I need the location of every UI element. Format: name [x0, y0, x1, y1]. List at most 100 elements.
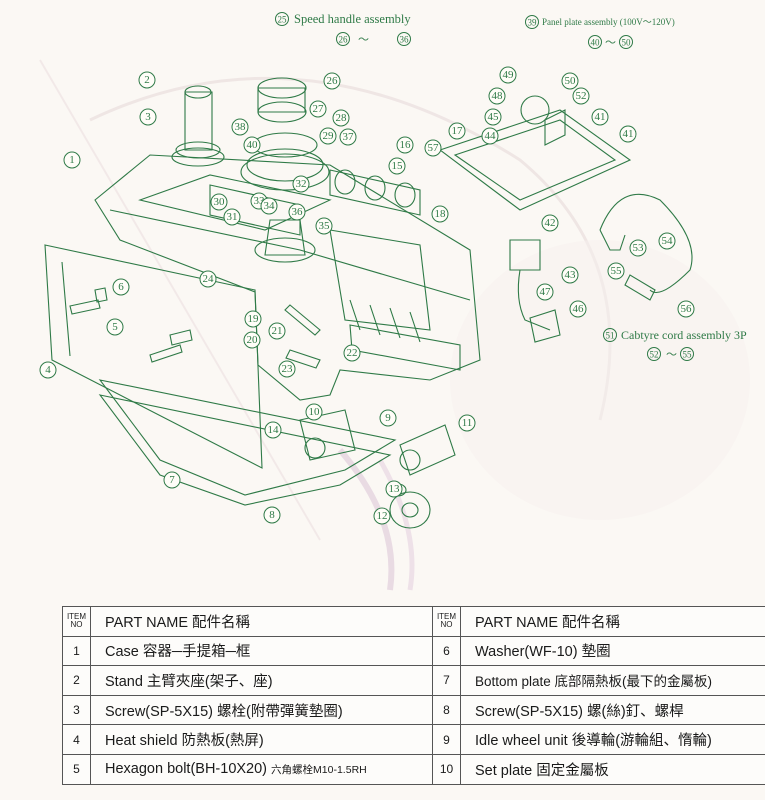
callout-number: 27 [313, 103, 325, 115]
callout-57: 57 [424, 139, 442, 157]
callout-circle [39, 361, 57, 379]
callout-group: 1234567891011121314151617181920212223242… [39, 66, 695, 525]
callout-number: 43 [565, 269, 577, 281]
callout-circle [106, 318, 124, 336]
callout-number: 41 [595, 111, 606, 123]
callout-17: 17 [448, 122, 466, 140]
part-name: Hexagon bolt(BH-10X20) 六角螺栓M10-1.5RH [90, 753, 433, 785]
callout-number: 18 [435, 208, 447, 220]
callout-12: 12 [373, 507, 391, 525]
callout-circle [484, 108, 502, 126]
item-no: 5 [62, 753, 91, 785]
callout-13: 13 [385, 480, 403, 498]
range-end: 50 [622, 38, 632, 48]
callout-circle [677, 300, 695, 318]
range-end: 55 [683, 350, 693, 360]
item-no: 2 [62, 665, 91, 696]
callout-30: 30 [210, 193, 228, 211]
callout-circle [481, 127, 499, 145]
callout-circle [223, 208, 241, 226]
parts-linework [44, 77, 693, 529]
part-name: Screw(SP-5X15) 螺(絲)釘、螺桿 [460, 694, 765, 726]
callout-number: 41 [623, 128, 634, 140]
callout-23: 23 [278, 360, 296, 378]
callout-circle [138, 71, 156, 89]
callout-number: 3 [145, 111, 151, 123]
callout-44: 44 [481, 127, 499, 145]
callout-18: 18 [431, 205, 449, 223]
table-row: 5 Hexagon bolt(BH-10X20) 六角螺栓M10-1.5RH 1… [62, 753, 765, 785]
callout-circle [163, 471, 181, 489]
callout-number: 40 [247, 139, 259, 151]
callout-number: 46 [573, 303, 585, 315]
assembly-num: 51 [606, 331, 615, 341]
table-row: 4 Heat shield 防熱板(熱屏) 9 Idle wheel unit … [62, 724, 765, 755]
callout-circle [561, 266, 579, 284]
callout-circle [561, 72, 579, 90]
callout-circle [619, 125, 637, 143]
callout-circle [264, 421, 282, 439]
callout-circle [231, 118, 249, 136]
callout-number: 5 [112, 321, 118, 333]
callout-number: 8 [269, 509, 275, 521]
background-decoration [39, 59, 750, 591]
item-no: 3 [62, 694, 91, 726]
item-no: 8 [432, 694, 461, 726]
callout-circle [591, 108, 609, 126]
callout-number: 17 [452, 125, 464, 137]
callout-number: 54 [662, 235, 674, 247]
callout-number: 12 [377, 510, 388, 522]
callout-circle [388, 157, 406, 175]
callout-number: 19 [248, 313, 260, 325]
range-start: 52 [650, 350, 659, 360]
callout-52: 52 [572, 87, 590, 105]
callout-number: 33 [254, 195, 266, 207]
parts-table: ITEM NO PART NAME 配件名稱 ITEM NO PART NAME… [62, 606, 765, 785]
callout-circle [244, 310, 262, 328]
part-name: Screw(SP-5X15) 螺栓(附帶彈簧墊圈) [90, 694, 433, 726]
callout-number: 57 [428, 142, 440, 154]
callout-circle [305, 403, 323, 421]
callout-number: 6 [118, 281, 124, 293]
callout-5: 5 [106, 318, 124, 336]
table-header-row: ITEM NO PART NAME 配件名稱 ITEM NO PART NAME… [62, 606, 765, 637]
callout-number: 4 [45, 364, 51, 376]
callout-number: 9 [385, 412, 391, 424]
callout-circle [63, 151, 81, 169]
callout-number: 1 [69, 154, 75, 166]
callout-circle [315, 217, 333, 235]
item-no: 6 [432, 635, 461, 667]
assembly-title: Speed handle assembly [294, 12, 411, 26]
item-no: 7 [432, 665, 461, 696]
range-start: 26 [339, 35, 349, 45]
callout-41: 41 [591, 108, 609, 126]
callout-circle [112, 278, 130, 296]
callout-circle [260, 197, 278, 215]
callout-number: 48 [492, 90, 504, 102]
callout-number: 24 [203, 273, 215, 285]
callout-number: 22 [347, 347, 358, 359]
callout-circle [499, 66, 517, 84]
callout-27: 27 [309, 100, 327, 118]
callout-19: 19 [244, 310, 262, 328]
callout-8: 8 [263, 506, 281, 524]
callout-14: 14 [264, 421, 282, 439]
callout-circle [139, 108, 157, 126]
range-tilde: ～ [666, 349, 677, 361]
header-item-no: ITEM NO [62, 606, 91, 637]
range-tilde: ～ [605, 37, 616, 49]
part-name: Heat shield 防熱板(熱屏) [90, 724, 433, 755]
exploded-parts-diagram: 25 Speed handle assembly 26 ～ 36 39 Pane… [39, 12, 750, 591]
callout-54: 54 [658, 232, 676, 250]
part-name: Idle wheel unit 後導輪(游輪組、惰輪) [460, 724, 765, 755]
callout-34: 34 [260, 197, 278, 215]
callout-circle [607, 262, 625, 280]
callout-circle [323, 72, 341, 90]
callout-number: 7 [169, 474, 175, 486]
callout-35: 35 [315, 217, 333, 235]
item-no: 9 [432, 724, 461, 755]
callout-55: 55 [607, 262, 625, 280]
callout-number: 34 [264, 200, 276, 212]
callout-15: 15 [388, 157, 406, 175]
callout-53: 53 [629, 239, 647, 257]
